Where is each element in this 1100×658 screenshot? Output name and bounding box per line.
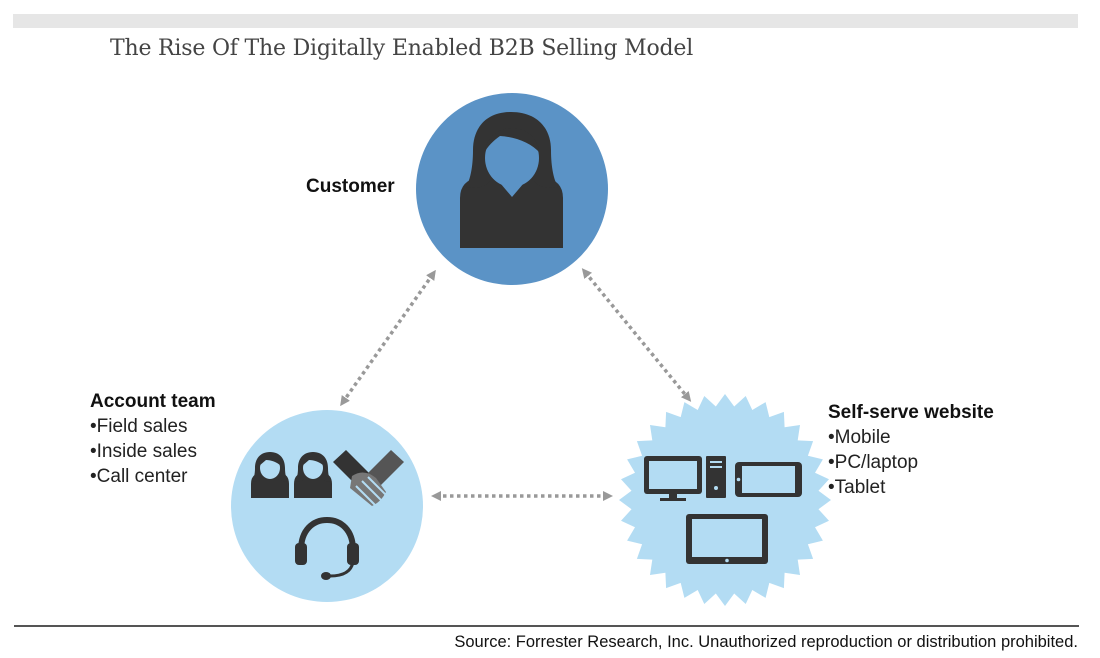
- saleswoman-icon: [251, 452, 289, 498]
- connector-customer-website: [581, 268, 692, 402]
- tablet-icon: [686, 514, 768, 564]
- saleswoman-icon: [294, 452, 332, 498]
- list-item: Tablet: [828, 475, 994, 500]
- self-serve-website-node: [619, 394, 831, 606]
- pc-tower-icon: [706, 456, 726, 498]
- footer-divider: [14, 625, 1079, 627]
- account-team-heading: Account team: [90, 391, 216, 412]
- list-item: PC/laptop: [828, 450, 994, 475]
- self-serve-website-heading: Self-serve website: [828, 402, 994, 423]
- list-item: Field sales: [90, 414, 216, 439]
- account-team-list: Field sales Inside sales Call center: [90, 414, 216, 489]
- customer-label: Customer: [306, 176, 395, 197]
- smartphone-icon: [735, 462, 802, 497]
- self-serve-website-list: Mobile PC/laptop Tablet: [828, 425, 994, 500]
- headset-icon: [295, 516, 359, 580]
- list-item: Mobile: [828, 425, 994, 450]
- list-item: Call center: [90, 464, 216, 489]
- top-header-bar: [13, 14, 1078, 28]
- account-team-label: Account team Field sales Inside sales Ca…: [90, 390, 216, 489]
- woman-person-icon: [460, 112, 563, 248]
- source-note: Source: Forrester Research, Inc. Unautho…: [454, 633, 1078, 651]
- self-serve-website-label: Self-serve website Mobile PC/laptop Tabl…: [828, 401, 994, 500]
- desktop-monitor-icon: [644, 456, 702, 501]
- connector-customer-account: [340, 269, 436, 407]
- diagram-title: The Rise Of The Digitally Enabled B2B Se…: [110, 36, 694, 61]
- handshake-icon: [333, 450, 404, 507]
- list-item: Inside sales: [90, 439, 216, 464]
